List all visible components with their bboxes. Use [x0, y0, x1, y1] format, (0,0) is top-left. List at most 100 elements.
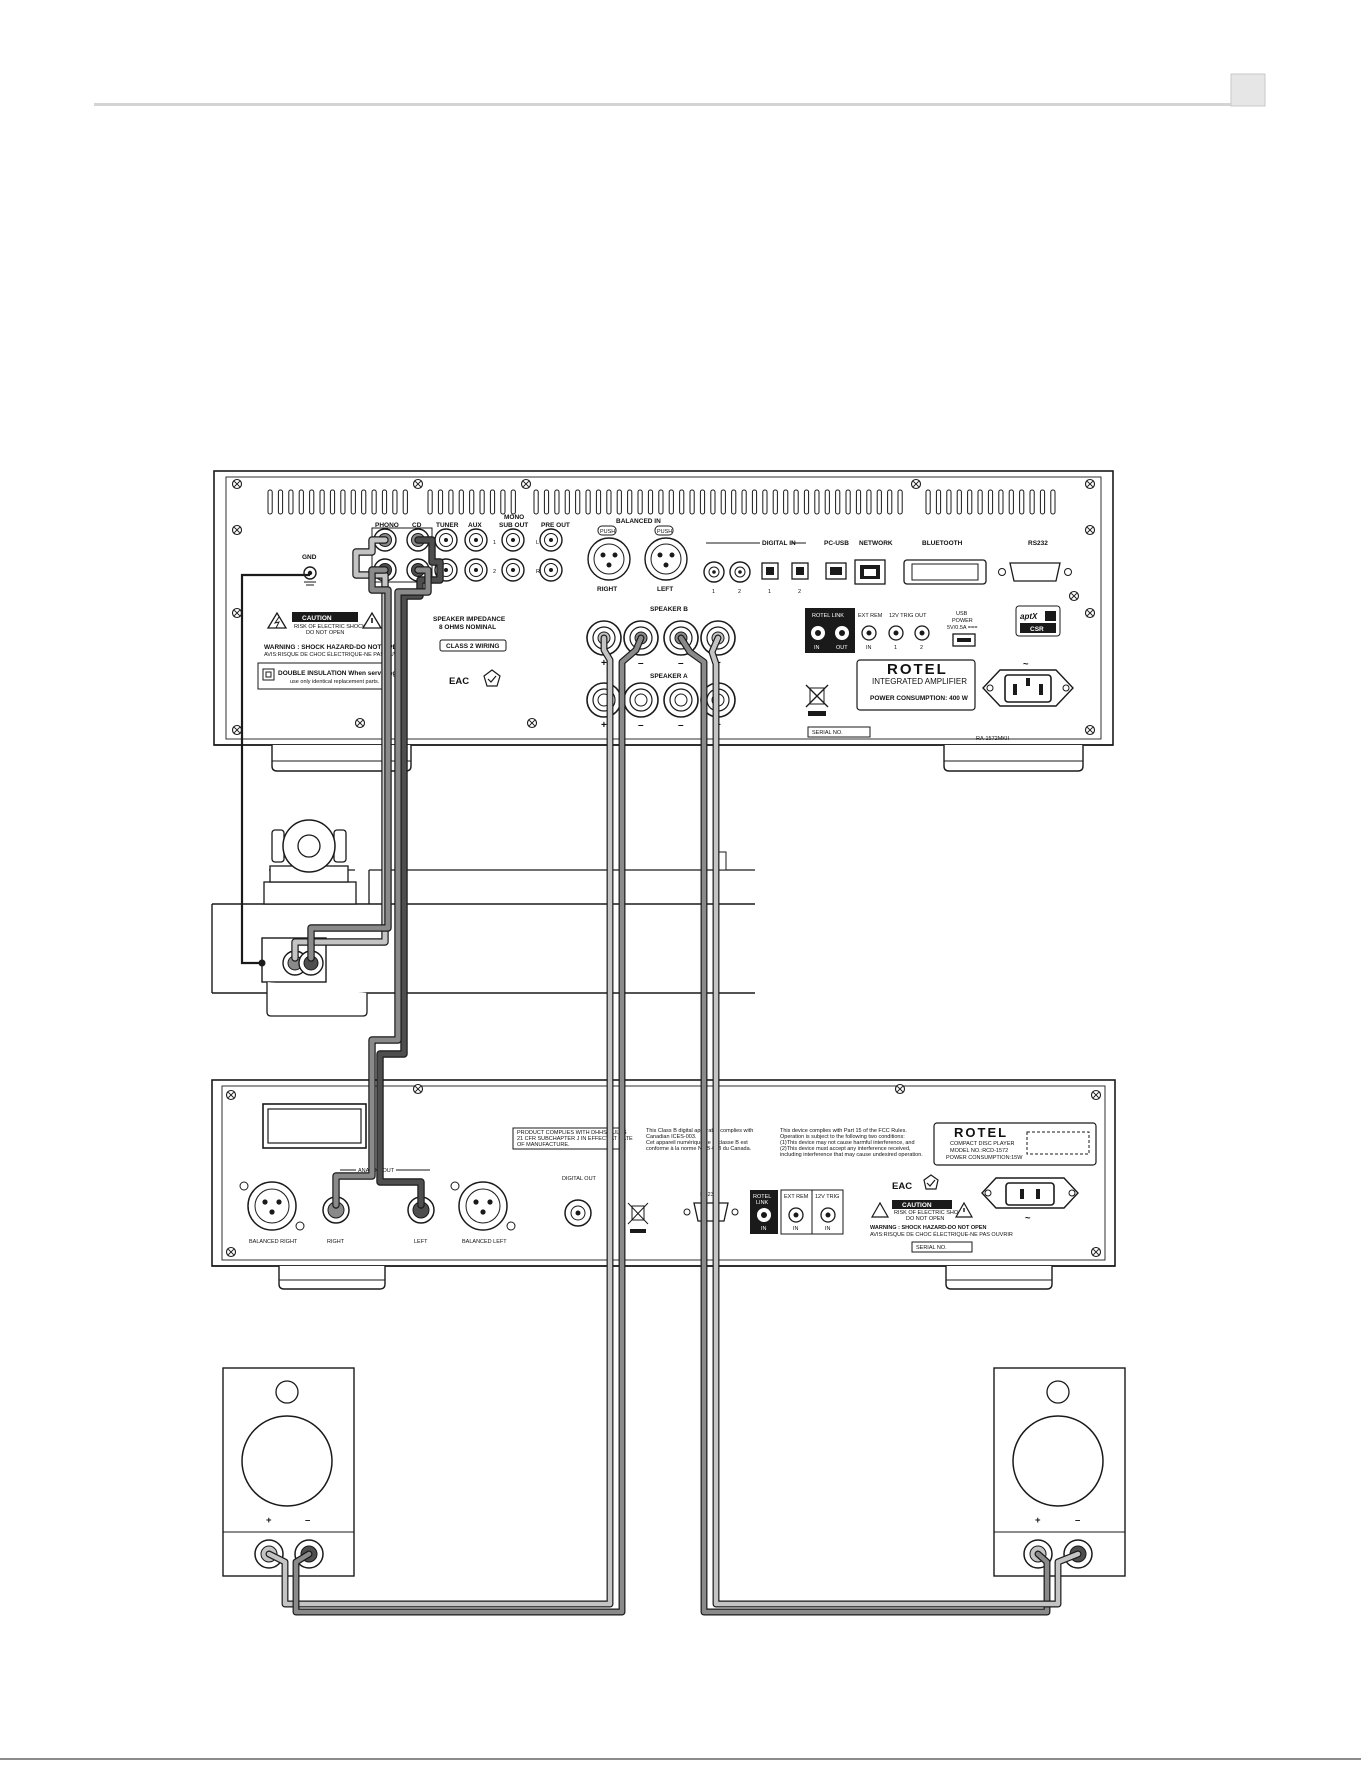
rs232-port — [998, 562, 1072, 582]
svg-text:2: 2 — [798, 589, 801, 595]
vent-slot — [987, 489, 994, 515]
cd-weee-icon — [627, 1202, 649, 1233]
cd-rotel-link: ROTEL LINK IN — [750, 1190, 778, 1234]
vent-slot — [998, 489, 1004, 515]
amp-serial-label: SERIAL NO. — [812, 730, 843, 736]
vent-slot — [668, 489, 674, 515]
speaker-cable-right-minus — [677, 634, 1051, 1616]
svg-text:IN: IN — [761, 1226, 767, 1232]
sub-out-label: SUB OUT — [499, 522, 528, 529]
vent-slot — [267, 489, 273, 515]
header-rule — [94, 103, 1263, 106]
vent-slot — [935, 489, 942, 515]
vent-slot — [319, 489, 325, 515]
svg-text:WARNING : SHOCK HAZARD-DO NOT: WARNING : SHOCK HAZARD-DO NOT OPEN — [870, 1225, 986, 1231]
vent-slot — [437, 489, 444, 515]
speaker-a-label: SPEAKER A — [650, 673, 688, 680]
vent-slot — [500, 489, 506, 515]
vent-slot — [277, 489, 284, 515]
amp-brand: ROTEL — [887, 661, 948, 678]
vent-slot — [1008, 489, 1014, 515]
phono-cable-right — [307, 566, 392, 962]
vent-slot — [533, 489, 539, 515]
vent-slot — [606, 489, 612, 515]
svg-text:Cet appareil numérique de la c: Cet appareil numérique de la classe B es… — [646, 1140, 748, 1146]
svg-text:LEFT: LEFT — [414, 1239, 428, 1245]
vent-slot — [458, 489, 464, 515]
digital-in-optical: 1 2 — [761, 562, 809, 595]
svg-text:DO NOT OPEN: DO NOT OPEN — [906, 1216, 944, 1222]
svg-text:DIGITAL OUT: DIGITAL OUT — [562, 1176, 597, 1182]
svg-text:IN: IN — [814, 645, 820, 651]
svg-text:ROTEL: ROTEL — [753, 1194, 771, 1200]
svg-text:2: 2 — [738, 589, 741, 595]
phono-label: PHONO — [375, 522, 399, 529]
svg-text:IN: IN — [825, 1226, 831, 1232]
screw — [526, 717, 538, 729]
balanced-in-right-xlr: PUSH RIGHT — [587, 525, 631, 593]
speaker-left-plus: + — [266, 1515, 272, 1526]
screw — [354, 717, 366, 729]
cd-balanced-right-xlr: BALANCED RIGHT — [239, 1181, 305, 1245]
vent-slot — [835, 489, 841, 515]
cd-caution-block: CAUTION RISK OF ELECTRIC SHOCK DO NOT OP… — [870, 1200, 1013, 1253]
bluetooth-module — [903, 559, 987, 585]
vent-slot — [381, 489, 388, 515]
vent-slot — [554, 489, 560, 515]
cd-label-plate — [262, 1103, 367, 1149]
screw — [1084, 524, 1096, 536]
ground-wire — [240, 573, 310, 967]
svg-text:SPEAKER IMPEDANCE: SPEAKER IMPEDANCE — [433, 616, 506, 623]
rs232-label: RS232 — [1028, 540, 1048, 547]
vent-slot — [427, 489, 433, 515]
screw — [910, 478, 922, 490]
vent-slot — [824, 489, 830, 515]
amp-warning-line2: AVIS:RISQUE DE CHOC ÉLECTRIQUE-NE PAS OU… — [264, 651, 407, 658]
vent-slot — [731, 489, 737, 515]
svg-text:5V/0.5A ===: 5V/0.5A === — [947, 625, 977, 631]
svg-text:DOUBLE INSULATION When servic: DOUBLE INSULATION When servicing — [278, 670, 396, 677]
svg-text:8 OHMS NOMINAL: 8 OHMS NOMINAL — [439, 624, 496, 631]
vent-slot — [897, 489, 903, 515]
vent-slot — [977, 489, 983, 515]
screw — [412, 1083, 424, 1095]
amp-vents — [267, 489, 1056, 515]
aptx-badge: aptX CSR — [1015, 605, 1061, 637]
amp-trigger-jacks: IN 1 2 — [861, 625, 930, 651]
vent-slot — [371, 489, 377, 515]
amp-rcm-mark — [483, 669, 501, 687]
amp-model-label: RA-1572MKII — [976, 736, 1009, 742]
svg-text:1: 1 — [768, 589, 771, 595]
weee-icon — [805, 684, 829, 716]
vent-slot — [793, 489, 799, 515]
aux-label: AUX — [468, 522, 482, 529]
vent-slot — [392, 489, 398, 515]
vent-slot — [762, 489, 768, 515]
screw — [225, 1089, 237, 1101]
vent-slot — [543, 489, 550, 515]
svg-text:(1)This device may not cause h: (1)This device may not cause harmful int… — [780, 1140, 915, 1146]
mono-1-label: 1 — [493, 540, 496, 546]
pc-usb-label: PC-USB — [824, 540, 849, 547]
rca-jack — [501, 528, 525, 552]
svg-text:~: ~ — [1023, 659, 1029, 670]
vent-slot — [946, 489, 952, 515]
vent-slot — [741, 489, 747, 515]
svg-text:OUT: OUT — [836, 645, 848, 651]
rca-jack — [464, 528, 488, 552]
screw — [1084, 607, 1096, 619]
digital-in-coax: 1 2 — [703, 561, 751, 595]
network-label: NETWORK — [859, 540, 893, 547]
rca-jack — [434, 528, 458, 552]
vent-slot — [489, 489, 496, 515]
pre-out-label: PRE OUT — [541, 522, 570, 529]
cd-rcm-mark — [923, 1174, 939, 1190]
balanced-right-label: RIGHT — [597, 586, 617, 593]
bluetooth-label: BLUETOOTH — [922, 540, 963, 547]
vent-slot — [647, 489, 654, 515]
screw — [231, 524, 243, 536]
binding-post: – — [623, 682, 659, 731]
vent-slot — [866, 489, 872, 515]
vent-slot — [288, 489, 294, 515]
svg-text:INTEGRATED AMPLIFIER: INTEGRATED AMPLIFIER — [872, 677, 967, 686]
